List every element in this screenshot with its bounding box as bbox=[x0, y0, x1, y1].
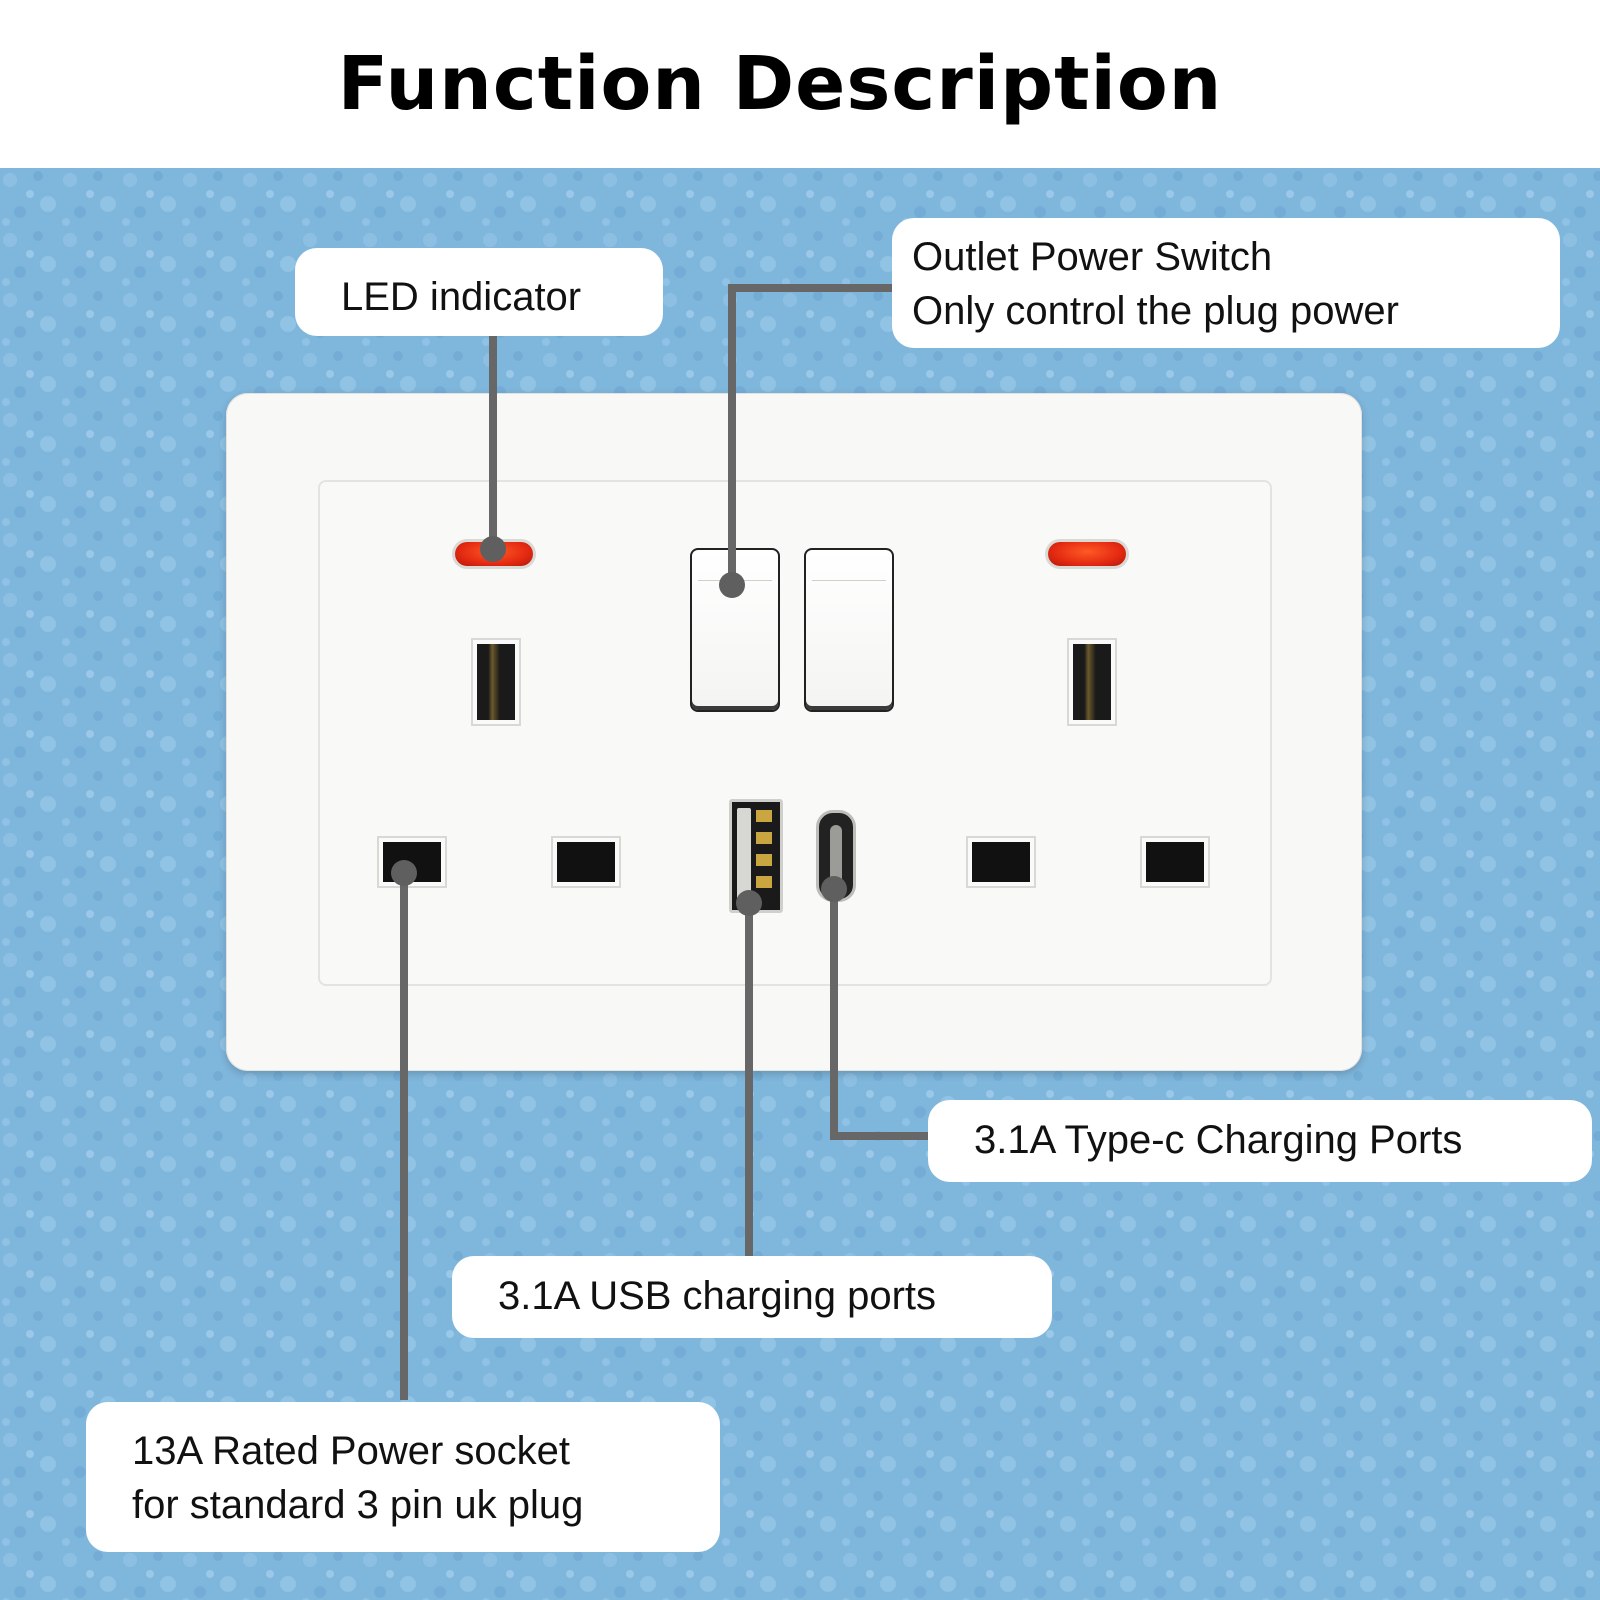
led-leader-line bbox=[489, 335, 497, 550]
switch-leader-line-vertical bbox=[728, 284, 736, 584]
callout-typec-charging: 3.1A Type-c Charging Ports bbox=[928, 1100, 1592, 1182]
right-live-pin-slot bbox=[968, 838, 1034, 886]
led-leader-dot bbox=[480, 536, 506, 562]
callout-usb-line-1: 3.1A USB charging ports bbox=[498, 1274, 937, 1318]
socket-leader-line bbox=[400, 872, 408, 1400]
callout-led-indicator: LED indicator bbox=[295, 248, 663, 336]
callout-switch-line-1: Outlet Power Switch bbox=[912, 235, 1273, 279]
typec-leader-line-vertical bbox=[830, 884, 838, 1140]
left-earth-pin-slot bbox=[473, 640, 519, 724]
right-neutral-pin-slot bbox=[1142, 838, 1208, 886]
callout-outlet-power-switch: Outlet Power Switch Only control the plu… bbox=[892, 218, 1560, 348]
right-led-indicator bbox=[1048, 542, 1126, 566]
switch-leader-dot bbox=[719, 572, 745, 598]
callout-socket-line-1: 13A Rated Power socket bbox=[132, 1429, 571, 1473]
callout-switch-line-2: Only control the plug power bbox=[912, 289, 1399, 333]
callout-typec-line-1: 3.1A Type-c Charging Ports bbox=[974, 1118, 1463, 1162]
page-title: Function Description bbox=[337, 41, 1223, 127]
left-neutral-pin-slot bbox=[553, 838, 619, 886]
callout-usb-charging: 3.1A USB charging ports bbox=[452, 1256, 1052, 1338]
right-earth-pin-slot bbox=[1069, 640, 1115, 724]
usb-leader-dot bbox=[736, 890, 762, 916]
callout-power-socket: 13A Rated Power socket for standard 3 pi… bbox=[86, 1402, 720, 1552]
usb-leader-line bbox=[745, 900, 753, 1258]
right-rocker-switch[interactable] bbox=[804, 548, 894, 712]
typec-leader-line-horizontal bbox=[830, 1132, 930, 1140]
typec-leader-dot bbox=[821, 876, 847, 902]
callout-led-line-1: LED indicator bbox=[341, 275, 582, 319]
socket-leader-dot bbox=[391, 860, 417, 886]
callout-socket-line-2: for standard 3 pin uk plug bbox=[132, 1483, 584, 1527]
switch-leader-line-horizontal bbox=[728, 284, 896, 292]
